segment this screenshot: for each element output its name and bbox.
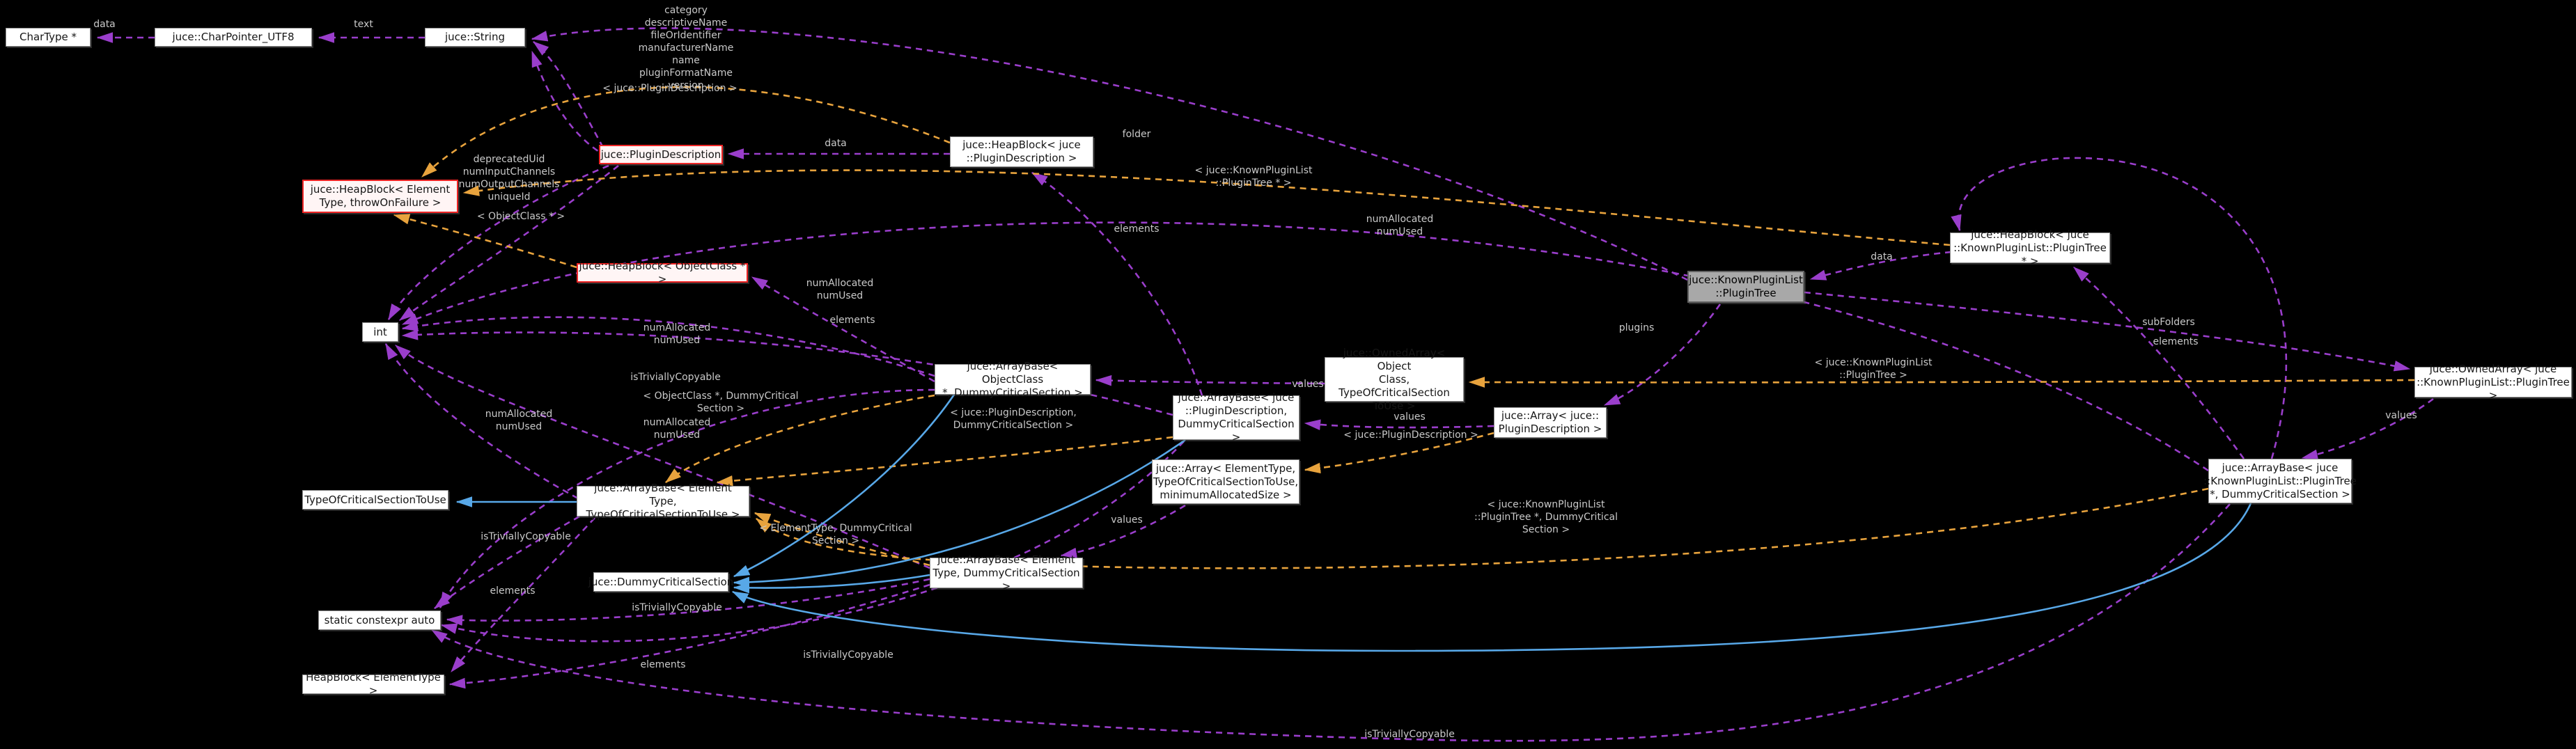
edge-arraybaseet-int (384, 342, 579, 500)
class-node-arraybase-knownpluginlist-plugintree-dcs[interactable]: juce::ArrayBase< juce ::KnownPluginList:… (2203, 459, 2357, 503)
edge-values-arraybasepd (1304, 419, 1494, 431)
class-node-arraybase-objectclass-dcs[interactable]: juce::ArrayBase< ObjectClass *, DummyCri… (935, 360, 1091, 399)
edge-tpl-heapblockoc (393, 214, 577, 269)
class-node-heapblock-objectclass[interactable]: juce::HeapBlock< ObjectClass * > (577, 260, 748, 285)
class-node-chartype[interactable]: CharType * (6, 28, 91, 47)
edge-elements-heapblockpt (2073, 267, 2245, 459)
edge-string-members-a (532, 40, 604, 148)
class-node-string[interactable]: juce::String (425, 28, 525, 47)
edge-plugins (1603, 303, 1722, 407)
edge-values-arraybaseoc (1095, 374, 1325, 386)
class-node-heapblock-elementtype-throwonfailure[interactable]: juce::HeapBlock< Element Type, throwOnFa… (302, 180, 458, 213)
class-node-dummycriticalsection[interactable]: juce::DummyCriticalSection (588, 572, 733, 592)
edge-istrivially-oc (439, 388, 935, 609)
edge-tpl-heapblockpt (462, 169, 1951, 246)
class-node-array-elementtype-toc[interactable]: juce::Array< ElementType, TypeOfCritical… (1152, 459, 1299, 504)
edge-elements-loop (1951, 157, 2288, 459)
edge-inherit-dcs-d (731, 503, 2252, 652)
edge-tpl-heapblockpd (421, 86, 951, 178)
edge-pd-int-a (387, 164, 609, 321)
edge-istrivially-pt (430, 503, 2231, 742)
class-node-heapblock-plugindescription[interactable]: juce::HeapBlock< juce ::PluginDescriptio… (950, 136, 1093, 167)
class-node-arraybase-plugindescription-dcs[interactable]: juce::ArrayBase< juce ::PluginDescriptio… (1173, 391, 1299, 443)
edge-folder (531, 27, 1688, 281)
edge-inherit-dcs-c (733, 574, 930, 594)
edge-arraybaseoc-int (401, 316, 935, 377)
class-node-typeofcriticalsectiontouse[interactable]: TypeOfCriticalSectionToUse (302, 490, 448, 510)
edge-istrivially-etdcs (446, 578, 930, 626)
class-node-arraybase-elementtype-toc[interactable]: juce::ArrayBase< Element Type, TypeOfCri… (577, 482, 749, 521)
class-node-int[interactable]: int (362, 322, 398, 342)
edge-data-plugintree (1809, 251, 1952, 281)
edge-elements-heapblocket2-b (448, 583, 930, 689)
class-node-heapblock-elementtype[interactable]: HeapBlock< ElementType > (302, 671, 444, 697)
edge-tpl-arraybasept (755, 487, 2209, 569)
edge-values-arraybaseetdcs (1060, 504, 1186, 559)
class-node-charpointer-utf8[interactable]: juce::CharPointer_UTF8 (155, 28, 312, 47)
class-node-static-constexpr-auto[interactable]: static constexpr auto (318, 610, 441, 630)
class-node-heapblock-knownpluginlist-plugintree[interactable]: juce::HeapBlock< juce ::KnownPluginList:… (1950, 228, 2110, 267)
class-node-ownedarray-objectclass-toc[interactable]: juce::OwnedArray< Object Class, TypeOfCr… (1325, 347, 1464, 412)
class-node-ownedarray-knownpluginlist-plugintree[interactable]: juce::OwnedArray< juce ::KnownPluginList… (2414, 363, 2572, 402)
class-node-arraybase-elementtype-dcs[interactable]: juce::ArrayBase< Element Type, DummyCrit… (930, 553, 1083, 592)
edge-inherit-dcs-a (733, 394, 955, 578)
class-node-array-plugindescription[interactable]: juce::Array< juce:: PluginDescription > (1494, 407, 1607, 438)
edge-elements-heapblockoc (751, 276, 935, 383)
class-node-plugindescription[interactable]: juce::PluginDescription (599, 145, 723, 164)
edge-elements-heapblocket2-a (451, 517, 595, 672)
class-node-knownpluginlist-plugintree[interactable]: juce::KnownPluginList ::PluginTree (1687, 271, 1804, 303)
edge-string-members-b (531, 50, 608, 158)
edge-inherit-dcs-b (733, 439, 1186, 588)
edge-istrivially-ettoc (433, 515, 580, 610)
edge-pd-int-b (398, 164, 619, 322)
edge-arraybaseetdcs-int (395, 345, 930, 569)
edge-tpl-arraybaseoc (664, 394, 935, 484)
edge-subfolders (1804, 291, 2411, 372)
edge-values-arraybasept (2301, 397, 2434, 460)
edge-tpl-arraypd (1304, 432, 1494, 474)
edge-tpl-ownedarraypt (1468, 377, 2415, 388)
edge-tpl-arraybasepd (716, 436, 1173, 487)
edge-istrivially-pd (440, 441, 1185, 642)
